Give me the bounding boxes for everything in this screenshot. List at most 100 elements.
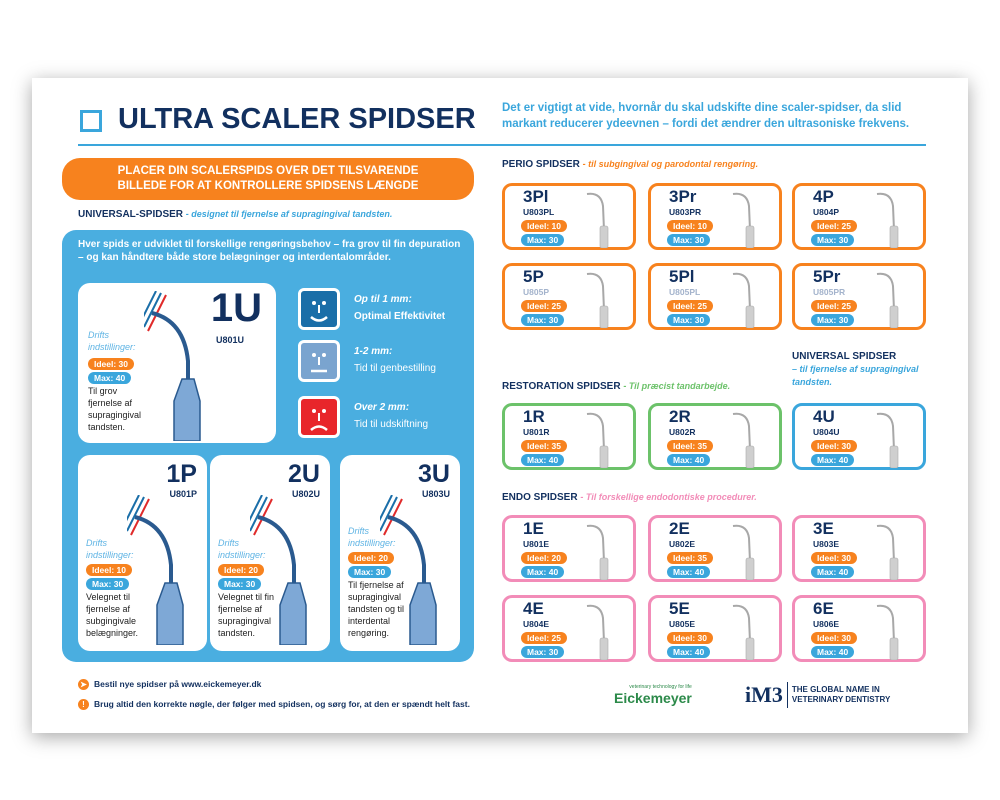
wear-legend-item: Over 2 mm: Tid til udskiftning (354, 399, 428, 433)
tip-card-5Pr: 5Pr U805PR Ideel: 25 Max: 30 (792, 263, 926, 330)
tip-code: U801P (169, 489, 197, 499)
tip-code: U804E (523, 619, 549, 629)
section-heading-universal_right: UNIVERSAL SPIDSER – til fjernelse af supr… (792, 350, 942, 389)
wear-label: Tid til udskiftning (354, 419, 429, 430)
tip-name: 3Pl (523, 187, 549, 206)
tip-name: 1U (210, 286, 262, 330)
ideal-badge: Ideel: 25 (667, 300, 714, 312)
tip-code: U803U (421, 489, 450, 499)
heading-sub: - Til præcist tandarbejde. (623, 381, 731, 391)
section-heading-perio: PERIO SPIDSER - til subgingival og parod… (502, 158, 758, 171)
tip-card-3Pl: 3Pl U803PL Ideel: 10 Max: 30 (502, 183, 636, 250)
ideal-badge: Ideel: 20 (521, 552, 568, 564)
tip-card-4U: 4U U804U Ideel: 30 Max: 40 (792, 403, 926, 470)
tip-code: U805PL (669, 287, 701, 297)
tip-card-2U: 2U U802U Drifts indstillinger: Ideel: 20… (210, 455, 330, 651)
cursor-icon: ➤ (78, 679, 89, 691)
tip-description: Til fjernelse af supragingival tandsten … (348, 580, 405, 638)
tip-card-4E: 4E U804E Ideel: 25 Max: 30 (502, 595, 636, 662)
tip-name: 2E (669, 519, 690, 538)
max-badge: Max: 30 (86, 578, 130, 590)
ideal-badge: Ideel: 25 (521, 632, 568, 644)
ideal-badge: Ideel: 30 (811, 552, 858, 564)
instruction-banner: PLACER DIN SCALERSPIDS OVER DET TILSVARE… (62, 158, 474, 200)
tip-card-1P: 1P U801P Drifts indstillinger: Ideel: 10… (78, 455, 207, 651)
tip-name: 1P (166, 460, 197, 488)
banner-line: BILLEDE FOR AT KONTROLLERE SPIDSENS LÆNG… (117, 180, 419, 192)
tip-code: U806E (813, 619, 839, 629)
tip-code: U801U (216, 335, 245, 345)
tip-name: 6E (813, 599, 834, 618)
poster: ULTRA SCALER SPIDSER Det er vigtigt at v… (32, 78, 968, 733)
tip-card-4P: 4P U804P Ideel: 25 Max: 30 (792, 183, 926, 250)
tip-name: 3Pr (669, 187, 697, 206)
max-badge: Max: 40 (521, 566, 565, 578)
ideal-badge: Ideel: 30 (88, 358, 135, 370)
max-badge: Max: 30 (521, 646, 565, 658)
tip-description: Velegnet til fjernelse af subgingivale b… (86, 592, 139, 638)
wear-legend-item: Op til 1 mm: Optimal Effektivitet (354, 291, 445, 325)
tip-name: 5E (669, 599, 690, 618)
heading-label: UNIVERSAL SPIDSER (792, 351, 897, 362)
tip-name: 5Pl (669, 267, 695, 286)
tip-card-3U: 3U U803U Drifts indstillinger: Ideel: 20… (340, 455, 460, 651)
wear-range: Op til 1 mm: (354, 294, 412, 305)
logo-text: Eickemeyer (614, 690, 692, 706)
drifts-label: Drifts indstillinger: (86, 538, 134, 560)
square-icon (80, 110, 102, 132)
heading-label: PERIO SPIDSER (502, 159, 580, 170)
tip-name: 4U (813, 407, 835, 426)
drifts-label: Drifts indstillinger: (348, 526, 396, 548)
ideal-badge: Ideel: 30 (667, 632, 714, 644)
tip-name: 1R (523, 407, 545, 426)
tip-card-2E: 2E U802E Ideel: 35 Max: 40 (648, 515, 782, 582)
max-badge: Max: 30 (218, 578, 262, 590)
tip-card-2R: 2R U802R Ideel: 35 Max: 40 (648, 403, 782, 470)
drifts-label: Drifts indstillinger: (88, 330, 136, 352)
max-badge: Max: 30 (348, 566, 392, 578)
ideal-badge: Ideel: 10 (86, 564, 133, 576)
tip-card-5Pl: 5Pl U805PL Ideel: 25 Max: 30 (648, 263, 782, 330)
wear-range: Over 2 mm: (354, 402, 410, 413)
tip-code: U803PR (669, 207, 702, 217)
tip-code: U803E (813, 539, 839, 549)
wear-label: Tid til genbestilling (354, 363, 436, 374)
wear-label: Optimal Effektivitet (354, 311, 446, 322)
tip-card-3E: 3E U803E Ideel: 30 Max: 40 (792, 515, 926, 582)
scaler-tip-illustration (375, 494, 440, 650)
heading-label: ENDO SPIDSER (502, 492, 578, 503)
tip-code: U801R (523, 427, 550, 437)
page-title: ULTRA SCALER SPIDSER (118, 103, 476, 135)
tip-code: U802U (291, 489, 320, 499)
tip-card-1U: 1U U801U Drifts indstillinger: Ideel: 30… (78, 283, 276, 443)
sad-face-icon (298, 396, 340, 438)
ideal-badge: Ideel: 35 (667, 440, 714, 452)
section-heading-restoration: RESTORATION SPIDSER - Til præcist tandar… (502, 380, 730, 393)
tip-description: Velegnet til fin fjernelse af supragingi… (218, 592, 275, 638)
ideal-badge: Ideel: 10 (667, 220, 714, 232)
ideal-badge: Ideel: 20 (218, 564, 265, 576)
tip-name: 5Pr (813, 267, 841, 286)
tip-card-3Pr: 3Pr U803PR Ideel: 10 Max: 30 (648, 183, 782, 250)
tip-name: 1E (523, 519, 544, 538)
ideal-badge: Ideel: 20 (348, 552, 395, 564)
tip-card-1R: 1R U801R Ideel: 35 Max: 40 (502, 403, 636, 470)
max-badge: Max: 40 (667, 646, 711, 658)
tip-code: U805PR (813, 287, 846, 297)
tip-description: Til grov fjernelse af supragingival tand… (88, 386, 142, 432)
scaler-tip-illustration (139, 290, 204, 446)
section-heading-universal: UNIVERSAL-SPIDSER - designet til fjernel… (78, 208, 392, 221)
heading-sub: – til fjernelse af supragingival tandste… (792, 364, 919, 387)
panel-text: Hver spids er udviklet til forskellige r… (78, 239, 461, 263)
tip-name: 2U (288, 460, 320, 488)
max-badge: Max: 30 (667, 234, 711, 246)
warning-note: !Brug altid den korrekte nøgle, der følg… (78, 698, 470, 711)
max-badge: Max: 40 (667, 566, 711, 578)
warning-text: Brug altid den korrekte nøgle, der følge… (94, 699, 470, 709)
neutral-face-icon (298, 340, 340, 382)
heading-label: RESTORATION SPIDSER (502, 381, 621, 392)
eickemeyer-logo: veterinary technology for life Eickemeye… (614, 684, 692, 707)
tip-code: U803PL (523, 207, 555, 217)
happy-face-icon (298, 288, 340, 330)
tip-code: U804P (813, 207, 839, 217)
